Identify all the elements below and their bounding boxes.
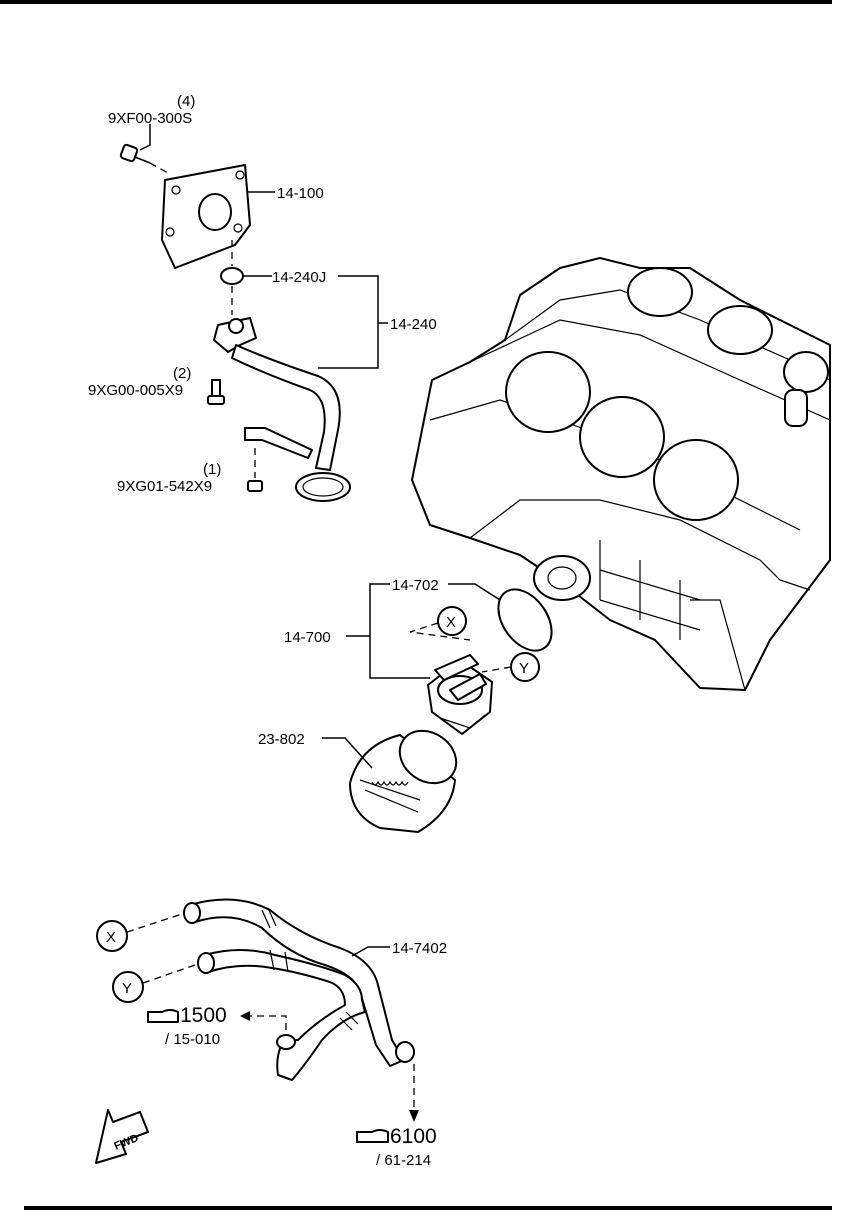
gasket-part-number: 14-240J — [272, 269, 326, 286]
hand-pointer-icon — [356, 1129, 389, 1143]
oil-filter — [349, 729, 458, 833]
strainer-nut — [247, 448, 263, 492]
strainer-part-number: 14-240 — [390, 316, 437, 333]
cooler-hose — [183, 898, 415, 1081]
strainer-bolt-qty: (2) — [173, 365, 191, 382]
fwd-arrow-icon: FWD — [95, 1109, 149, 1164]
oil-pump — [161, 164, 251, 269]
engine-block — [411, 257, 831, 691]
oil-pump-part-number: 14-100 — [277, 185, 324, 202]
oil-cooler-part-number: 14-700 — [284, 629, 331, 646]
nut-part-number: 9XG01-542X9 — [117, 478, 212, 495]
connector-y-lower — [112, 971, 144, 1003]
strainer-bolt — [207, 379, 225, 405]
o-ring-part-number: 14-702 — [392, 577, 439, 594]
connector-y-lower-label: Y — [122, 980, 132, 997]
gasket — [220, 267, 244, 285]
connector-x-upper — [437, 606, 467, 636]
hand-pointer-icon — [147, 1009, 179, 1023]
hose-part-number: 14-7402 — [392, 940, 447, 957]
strainer-bolt-part-number: 9XG00-005X9 — [88, 382, 183, 399]
oil-strainer — [213, 317, 351, 502]
reference-2-sub[interactable]: / 61-214 — [376, 1152, 431, 1169]
oil-pump-bolt — [119, 143, 151, 164]
oil-cooler — [427, 654, 493, 735]
oil-pump-bolt-part-number: 9XF00-300S — [108, 110, 192, 127]
nut-qty: (1) — [203, 461, 221, 478]
connector-x-upper-label: X — [446, 614, 456, 631]
reference-2-number[interactable]: 6100 — [390, 1125, 437, 1148]
oil-pump-bolt-qty: (4) — [177, 93, 195, 110]
connector-x-lower — [96, 920, 128, 952]
reference-1-number[interactable]: 1500 — [180, 1004, 227, 1027]
top-rule — [0, 0, 832, 4]
bottom-rule — [24, 1206, 832, 1210]
connector-y-upper-label: Y — [519, 660, 529, 677]
reference-1-sub[interactable]: / 15-010 — [165, 1031, 220, 1048]
oil-cooler-o-ring — [497, 588, 553, 652]
oil-filter-part-number: 23-802 — [258, 731, 305, 748]
connector-x-lower-label: X — [106, 929, 116, 946]
